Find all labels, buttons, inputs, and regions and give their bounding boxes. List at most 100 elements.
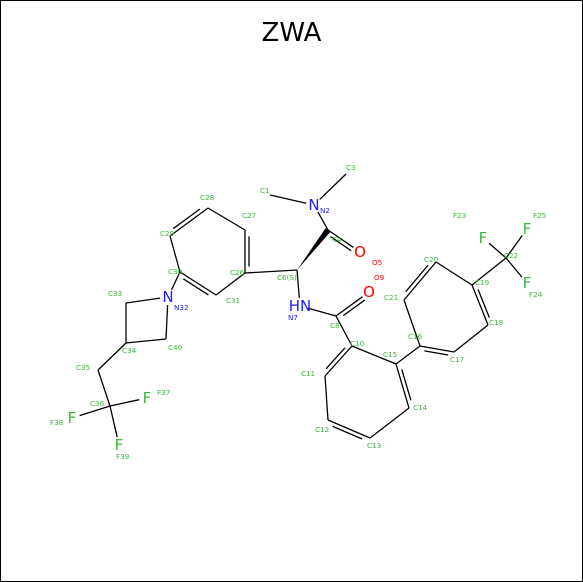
bond-n32-c33 [125, 297, 161, 304]
atom-label-c4: C4 [332, 235, 342, 244]
bond-c28-c29 [169, 207, 209, 237]
bond-c29-c30 [169, 235, 181, 273]
atom-label-c31: C31 [226, 296, 240, 305]
atom-label-c19: C19 [475, 278, 490, 287]
atom-f39: F [115, 436, 124, 454]
atom-label-f39: F39 [116, 452, 130, 461]
bond-c3-n2 [319, 173, 347, 200]
bond-c28-c29-second [172, 208, 201, 230]
bond-c14-c15 [395, 363, 410, 409]
atom-label-c30: C30 [168, 267, 183, 276]
bond-c13-c14 [369, 407, 410, 439]
bond-c20-c21-second [405, 264, 429, 293]
atom-label-c36: C36 [90, 399, 105, 408]
bond-c30-n32 [170, 271, 181, 291]
atom-label-c33: C33 [108, 289, 122, 298]
bond-c8-o9-second [342, 299, 366, 317]
bond-c30-c31-second [182, 278, 209, 296]
bond-c8-o9 [335, 296, 363, 317]
bond-c36-f37 [109, 399, 140, 407]
bond-c21-c16 [403, 299, 421, 347]
atom-f25: F [523, 220, 532, 238]
bond-c22-f23 [488, 242, 507, 259]
atom-o9: O [363, 283, 375, 301]
bond-c15-c10 [351, 345, 397, 365]
atom-label-c22: C22 [504, 251, 518, 260]
atom-label-o9: O9 [374, 273, 385, 282]
atom-label-c20: C20 [424, 255, 439, 264]
bond-c27-c28 [207, 207, 246, 231]
bond-c16-c17 [419, 345, 455, 353]
atom-label-c35: C35 [76, 363, 90, 372]
atom-label-f25: F25 [533, 211, 546, 220]
molecule-title: ZWA [261, 18, 322, 48]
bond-c10-c11 [324, 345, 353, 377]
bond-c1-n2 [269, 194, 307, 204]
atom-label-n7: N7 [288, 313, 298, 322]
atom-label-f24: F24 [529, 290, 543, 299]
bond-c18-c19-second [477, 289, 490, 318]
atom-label-f38: F38 [50, 418, 64, 427]
atom-label-c40: C40 [168, 343, 183, 352]
bond-c4-o5 [327, 229, 354, 249]
bond-c4-o5-second [330, 236, 352, 252]
bond-c6-n7 [296, 269, 300, 299]
bond-c16-c17-second [424, 350, 449, 356]
atom-label-c14: C14 [413, 403, 428, 412]
atom-label-c6: C6(S) [277, 273, 297, 282]
atom-o5: O [354, 243, 366, 261]
bond-c31-c26 [215, 272, 246, 296]
bond-c20-c21 [403, 261, 437, 301]
atom-label-f37: F37 [157, 388, 170, 397]
atom-label-c27: C27 [242, 211, 256, 220]
atom-n2: N [308, 196, 319, 214]
atom-f37: F [143, 389, 152, 407]
bond-c11-c12 [324, 375, 329, 421]
atom-label-c26: C26 [230, 268, 245, 277]
atom-label-c13: C13 [367, 441, 381, 450]
bond-c30-c31 [179, 271, 217, 296]
atom-label-c15: C15 [383, 350, 397, 359]
atom-label-n2: N2 [320, 206, 330, 215]
atom-label-c28: C28 [200, 193, 215, 202]
bond-c8-c10 [335, 315, 353, 347]
bond-c10-c11-second [325, 347, 346, 370]
bond-c36-f38 [79, 405, 111, 417]
atom-label-c11: C11 [301, 369, 315, 378]
bond-n2-c4 [317, 211, 329, 231]
bond-c19-c22 [471, 257, 507, 286]
bond-c18-c19 [471, 284, 489, 326]
atom-f24: F [523, 274, 532, 292]
bond-c6-c26 [244, 269, 298, 274]
atom-label-c18: C18 [489, 318, 504, 327]
atom-n32: N [162, 288, 173, 306]
atom-label-c29: C29 [160, 229, 175, 238]
atom-label-n32: N32 [174, 303, 189, 312]
atom-label-f23: F23 [453, 211, 466, 220]
wedge-bond [297, 228, 331, 270]
bond-n7-c8 [307, 307, 337, 317]
bond-c34-c40 [125, 338, 167, 344]
atom-label-c34: C34 [122, 346, 137, 355]
bond-c22-f25 [505, 235, 523, 259]
atom-label-c21: C21 [384, 293, 398, 302]
bond-c12-c13-second [332, 425, 363, 440]
bond-c12-c13 [327, 419, 371, 439]
atom-label-c10: C10 [350, 339, 365, 348]
atom-label-c8: C8 [330, 321, 340, 330]
bond-c36-f39 [109, 405, 118, 438]
atom-label-c3: C3 [346, 163, 356, 172]
atom-label-c17: C17 [450, 355, 464, 364]
bond-c15-c16 [395, 345, 421, 365]
atom-f38: F [68, 409, 77, 427]
bond-c35-c36 [97, 369, 111, 407]
bond-c22-f24 [505, 257, 523, 278]
atom-label-c12: C12 [315, 425, 329, 434]
bond-c17-c18 [453, 324, 489, 353]
bond-c14-c15-second [401, 369, 412, 401]
atom-f23: F [479, 229, 488, 247]
atom-label-c1: C1 [260, 186, 270, 195]
bond-c34-c35 [97, 342, 127, 371]
